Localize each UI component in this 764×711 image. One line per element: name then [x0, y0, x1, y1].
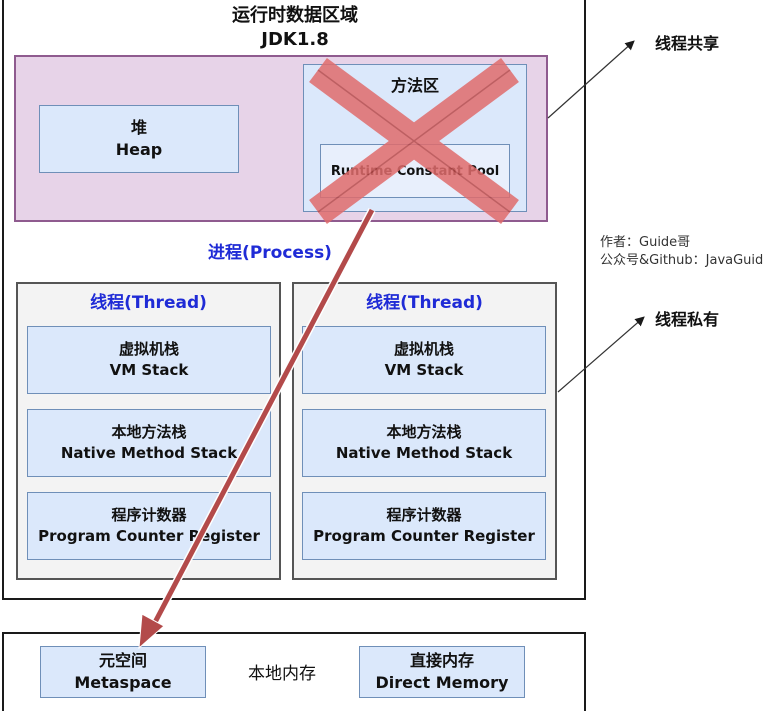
- native-memory-label-text: 本地内存: [248, 663, 316, 684]
- constant-pool-text: Runtime Constant Pool: [330, 163, 500, 179]
- pc-register-cn: 程序计数器: [111, 506, 187, 524]
- metaspace-cn: 元空间: [98, 651, 147, 670]
- native-memory-area: [2, 632, 586, 711]
- metaspace-block: 元空间 Metaspace: [40, 646, 206, 698]
- heap-block: 堆 Heap: [39, 105, 239, 173]
- thread-private-label: 线程私有: [655, 306, 719, 330]
- process-label: 进程(Process): [180, 238, 360, 263]
- native-stack-en: Native Method Stack: [335, 444, 513, 462]
- author-note: 作者：Guide哥 公众号&Github：JavaGuide: [600, 234, 764, 270]
- heap-en: Heap: [115, 140, 163, 159]
- runtime-constant-pool-block: Runtime Constant Pool: [320, 144, 510, 198]
- native-stack-block-2: 本地方法栈 Native Method Stack: [302, 409, 546, 477]
- method-area-label: 方法区: [304, 75, 526, 97]
- native-stack-block-1: 本地方法栈 Native Method Stack: [27, 409, 271, 477]
- process-label-text: 进程(Process): [208, 242, 332, 263]
- vm-stack-en: VM Stack: [109, 361, 189, 379]
- thread-private-text: 线程私有: [655, 310, 720, 329]
- native-stack-cn: 本地方法栈: [111, 423, 187, 441]
- thread-2-title-text: 线程(Thread): [366, 292, 483, 313]
- thread-1-title: 线程(Thread): [16, 288, 281, 313]
- vm-stack-cn: 虚拟机栈: [393, 340, 454, 358]
- native-memory-label: 本地内存: [222, 656, 342, 686]
- direct-memory-block: 直接内存 Direct Memory: [359, 646, 525, 698]
- account-line: 公众号&Github：JavaGuide: [600, 253, 764, 268]
- heap-cn: 堆: [130, 118, 147, 137]
- thread-1-title-text: 线程(Thread): [90, 292, 207, 313]
- thread-shared-label: 线程共享: [655, 30, 719, 54]
- author-line: 作者：Guide哥: [600, 235, 691, 250]
- method-area-cn: 方法区: [390, 76, 439, 95]
- vm-stack-en: VM Stack: [384, 361, 464, 379]
- runtime-title: 运行时数据区域 JDK1.8: [160, 4, 430, 52]
- native-stack-en: Native Method Stack: [60, 444, 238, 462]
- pc-register-en: Program Counter Register: [38, 527, 260, 545]
- pc-register-cn: 程序计数器: [386, 506, 462, 524]
- vm-stack-block-2: 虚拟机栈 VM Stack: [302, 326, 546, 394]
- jdk-version: JDK1.8: [261, 29, 329, 50]
- thread-shared-text: 线程共享: [655, 34, 720, 53]
- direct-memory-en: Direct Memory: [375, 673, 509, 692]
- runtime-title-text: 运行时数据区域: [232, 5, 358, 26]
- direct-memory-cn: 直接内存: [409, 651, 474, 670]
- vm-stack-cn: 虚拟机栈: [118, 340, 179, 358]
- thread-2-title: 线程(Thread): [292, 288, 557, 313]
- pc-register-en: Program Counter Register: [313, 527, 535, 545]
- metaspace-en: Metaspace: [74, 673, 172, 692]
- vm-stack-block-1: 虚拟机栈 VM Stack: [27, 326, 271, 394]
- pc-register-block-2: 程序计数器 Program Counter Register: [302, 492, 546, 560]
- pc-register-block-1: 程序计数器 Program Counter Register: [27, 492, 271, 560]
- native-stack-cn: 本地方法栈: [386, 423, 462, 441]
